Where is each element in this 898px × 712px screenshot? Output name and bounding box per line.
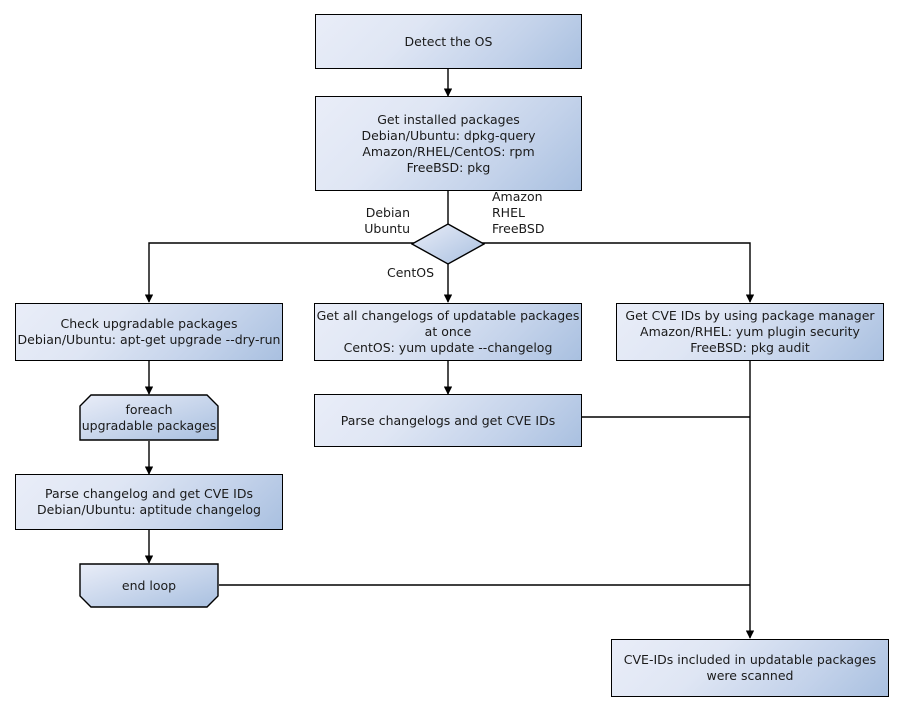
node-parse-changelogs[interactable]: Parse changelogs and get CVE IDs xyxy=(314,394,582,447)
node-parse-changelog[interactable]: Parse changelog and get CVE IDs Debian/U… xyxy=(15,474,283,530)
edge-label-centos: CentOS xyxy=(386,265,434,280)
node-foreach-loop-label: foreach upgradable packages xyxy=(81,401,217,433)
edge-label-debian-ubuntu: Debian Ubuntu xyxy=(364,205,410,236)
edge-decision-to-get-cve-ids xyxy=(476,242,755,303)
node-detect-os[interactable]: Detect the OS xyxy=(315,14,582,69)
node-end-loop[interactable]: end loop xyxy=(79,563,219,608)
node-scanned-result[interactable]: CVE-IDs included in updatable packages w… xyxy=(611,639,889,697)
edge-label-amazon-rhel-freebsd: Amazon RHEL FreeBSD xyxy=(492,189,545,236)
node-get-cve-ids[interactable]: Get CVE IDs by using package manager Ama… xyxy=(616,303,884,361)
edge-decision-to-check-upgradable xyxy=(144,242,421,303)
node-foreach-loop-start[interactable]: foreach upgradable packages xyxy=(79,394,219,441)
os-decision-diamond[interactable] xyxy=(411,223,485,265)
node-get-installed-packages[interactable]: Get installed packages Debian/Ubuntu: dp… xyxy=(315,96,582,191)
node-end-loop-label: end loop xyxy=(121,577,177,593)
node-check-upgradable-packages[interactable]: Check upgradable packages Debian/Ubuntu:… xyxy=(15,303,283,361)
node-get-all-changelogs[interactable]: Get all changelogs of updatable packages… xyxy=(314,303,582,361)
